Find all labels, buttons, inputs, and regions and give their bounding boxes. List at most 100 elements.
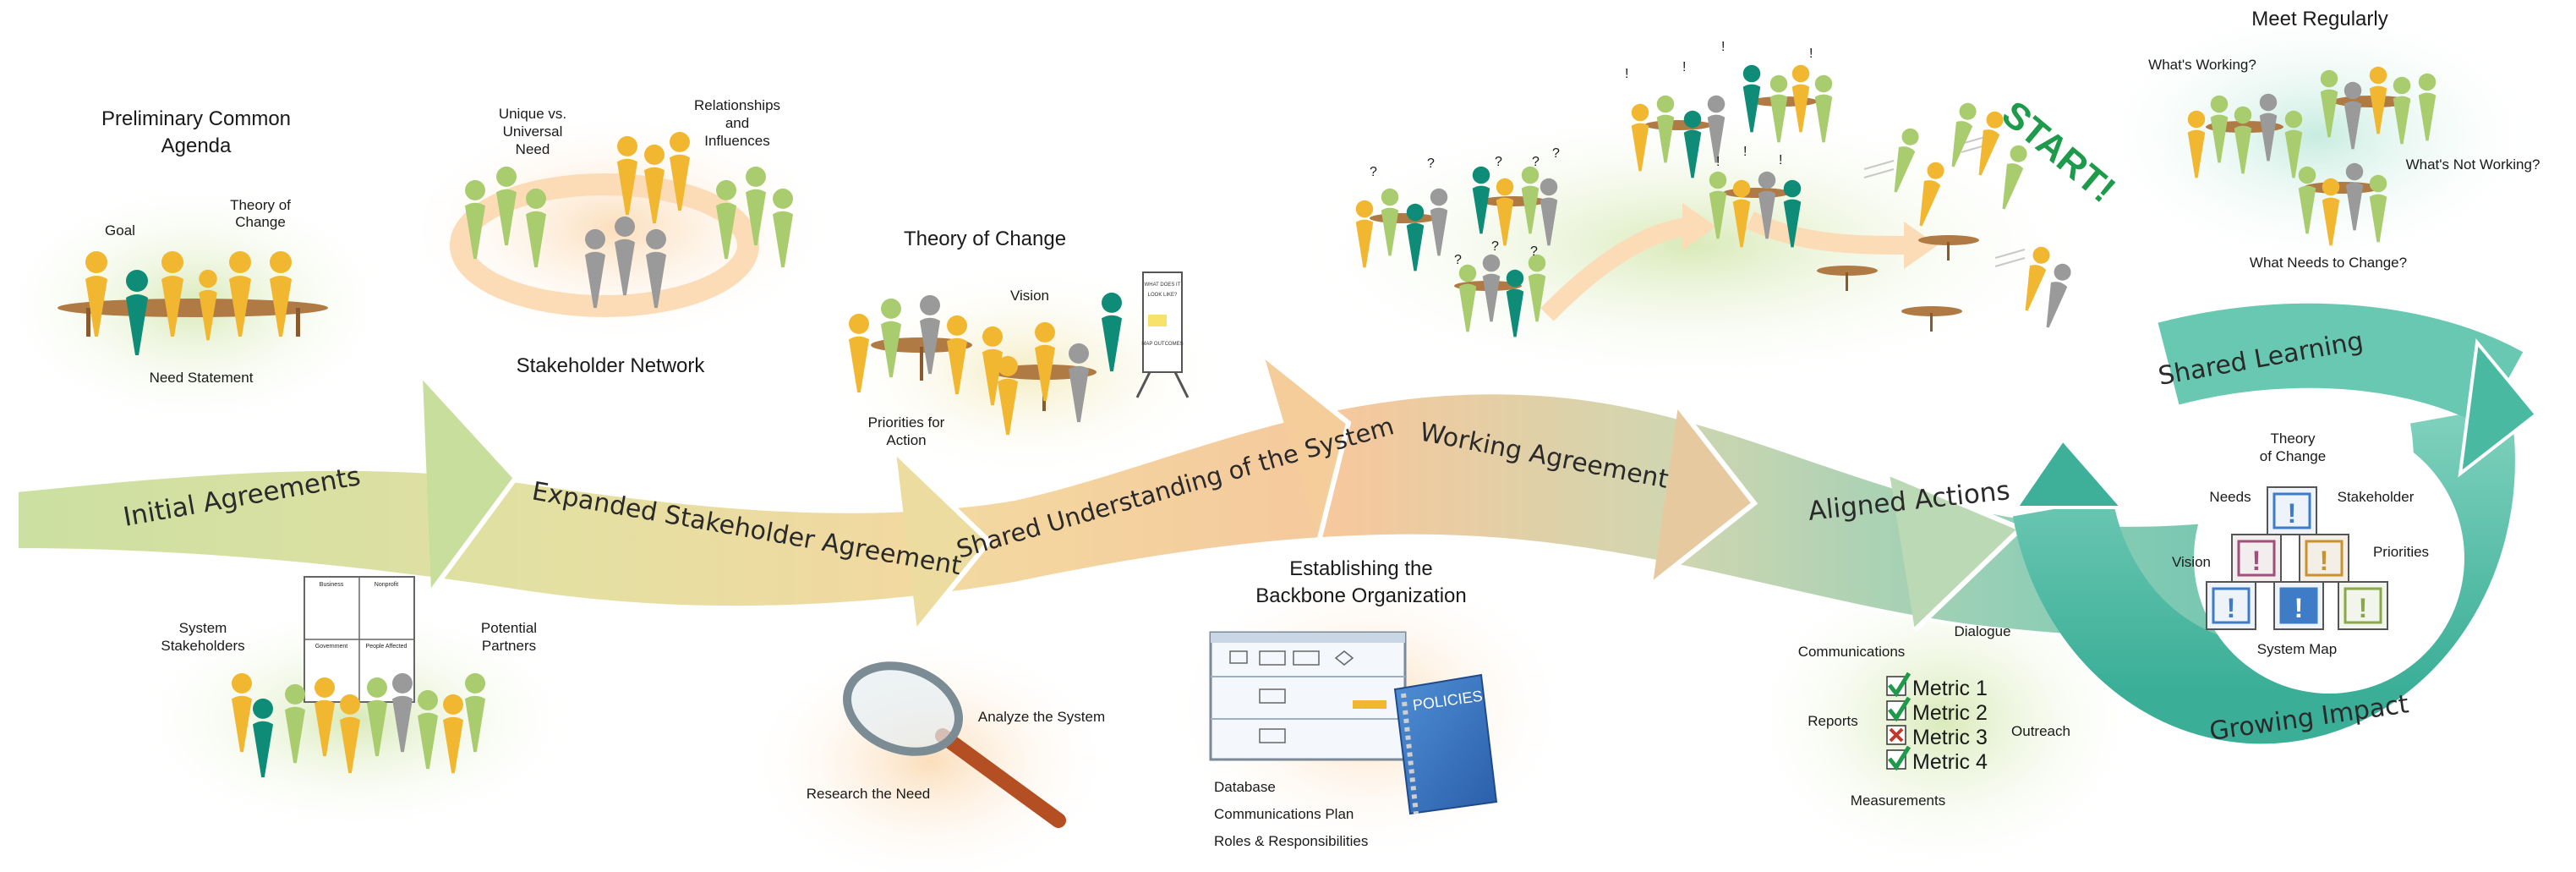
check-icon [1888,672,1911,698]
measurements-label: Measurements [1851,792,1945,809]
table-header-people-affected: People Affected [366,644,407,650]
loop-arrowhead [2458,338,2539,478]
what-needs-change-label: What Needs to Change? [2250,255,2407,271]
blocks-vision-label: Vision [2172,554,2211,570]
exclaim-glyph: ! [2294,593,2304,623]
system-stakeholders-line2: Stakeholders [161,638,244,654]
exclaim-mark: ! [1625,67,1628,81]
table-header-government: Government [315,644,348,650]
prelim-title-line2: Agenda [161,134,232,157]
aligned-actions-group: Dialogue Communications Reports Outreach… [1798,623,2070,809]
check-icon [1888,696,1911,722]
prelim-title-line1: Preliminary Common [101,107,291,130]
flip-line3: MAP OUTCOMES [1141,342,1183,347]
check-icon [1888,745,1911,771]
question-mark: ? [1454,253,1462,267]
relationships-line3: Influences [704,133,770,149]
blocks-toc-line1: Theory [2271,431,2316,447]
preliminary-agenda-group: Preliminary Common Agenda Goal Theory of… [57,107,328,386]
blocks-system-map-label: System Map [2257,641,2337,657]
magnifying-glass-icon [843,661,1066,828]
backbone-title-line1: Establishing the [1289,557,1432,580]
cross-icon [1889,727,1904,743]
unique-line2: Universal [503,123,563,140]
metric-label: Metric 2 [1912,701,1988,725]
metric-row: Metric 3 [1886,725,1988,749]
potential-partners-line1: Potential [481,620,537,636]
system-stakeholders-line1: System [179,620,227,636]
priorities-line1: Priorities for [868,414,945,431]
research-group: Analyze the System Research the Need [807,661,1105,828]
marks: ? ? ? ? ? ? ? ? ! ! ! ! ! ! ! [1370,40,1813,267]
exclaim-mark: ! [1721,40,1725,54]
whats-working-label: What's Working? [2148,57,2256,73]
backbone-group: Establishing the Backbone Organization P… [1209,557,1498,849]
exclaim-mark: ! [1743,145,1747,159]
table-header-business: Business [320,582,344,588]
working-groups: ? ? ? ? ? ? ? ? ! ! ! ! ! ! ! [1355,40,1979,337]
blocks-toc-line2: of Change [2260,448,2326,464]
question-mark: ? [1370,165,1377,179]
relationships-line2: and [725,115,749,131]
whats-not-working-label: What's Not Working? [2406,156,2540,173]
exclaim-mark: ! [1809,47,1813,61]
backbone-item-database: Database [1214,779,1276,795]
relationships-line1: Relationships [694,97,780,113]
blocks-stakeholder-label: Stakeholder [2338,489,2415,505]
process-map-card [1209,631,1407,761]
exclaim-glyph: ! [2359,593,2368,623]
metric-row: Metric 2 [1886,696,1988,725]
policies-book-icon: POLICIES [1393,673,1498,815]
question-mark: ? [1495,155,1502,169]
exclaim-mark: ! [1682,60,1686,74]
toc-title: Theory of Change [904,228,1066,250]
research-need-label: Research the Need [807,786,930,802]
table-header-nonprofit: Nonprofit [375,582,398,588]
metric-row: Metric 4 [1886,745,1988,774]
flip-line1: WHAT DOES IT [1145,282,1181,288]
question-mark: ? [1532,155,1540,169]
metrics-list: Metric 1 Metric 2 Metric 3 Metric 4 [1886,672,1988,774]
exclaim-mark: ! [1779,153,1782,167]
exclaim-glyph: ! [2252,546,2262,576]
unique-line3: Need [516,141,550,157]
meet-title: Meet Regularly [2251,8,2387,30]
potential-partners-line2: Partners [482,638,536,654]
flip-line2: LOOK LIKE? [1148,293,1178,298]
flipchart-icon: WHAT DOES IT LOOK LIKE? MAP OUTCOMES [1135,271,1190,398]
system-blocks-group: Theory of Change Needs Stakeholder Prior… [2172,423,2464,694]
exclaim-glyph: ! [2288,498,2297,529]
exclaim-glyph: ! [2227,593,2236,623]
stakeholder-network-title: Stakeholder Network [517,354,706,377]
agenda-table [57,299,328,317]
blocks-priorities-label: Priorities [2373,544,2429,560]
need-statement-label: Need Statement [150,370,254,386]
meet-regularly-group: Meet Regularly What's Working? What's No… [2148,8,2540,271]
priorities-line2: Action [886,432,926,448]
outreach-label: Outreach [2011,723,2070,739]
metric-label: Metric 1 [1912,677,1988,700]
blocks-icon: ! ! ! ! ! ! [2206,486,2388,630]
exclaim-glyph: ! [2320,546,2329,576]
theory-line1: Theory of [230,197,291,213]
backbone-item-roles: Roles & Responsibilities [1214,833,1368,849]
theory-of-change-group: Theory of Change Vision WHAT DOES IT LOO… [849,228,1190,448]
question-mark: ? [1491,239,1499,254]
loop-inner-arrowhead [2013,436,2126,509]
network-ring [450,173,759,317]
question-mark: ? [1427,156,1435,171]
theory-line2: Change [235,214,286,230]
blocks-needs-label: Needs [2209,489,2251,505]
metric-label: Metric 3 [1912,726,1988,749]
analyze-system-label: Analyze the System [978,709,1105,725]
stakeholder-network-group: Unique vs. Universal Need Relationships … [450,97,793,377]
question-mark: ? [1552,146,1560,161]
backbone-item-communications: Communications Plan [1214,806,1354,822]
motion-lines [1863,134,2026,267]
metric-label: Metric 4 [1912,750,1988,774]
exclaim-mark: ! [1716,155,1720,169]
goal-label: Goal [105,222,135,239]
flow-arrow [1540,217,1692,321]
communications-label: Communications [1798,644,1906,660]
